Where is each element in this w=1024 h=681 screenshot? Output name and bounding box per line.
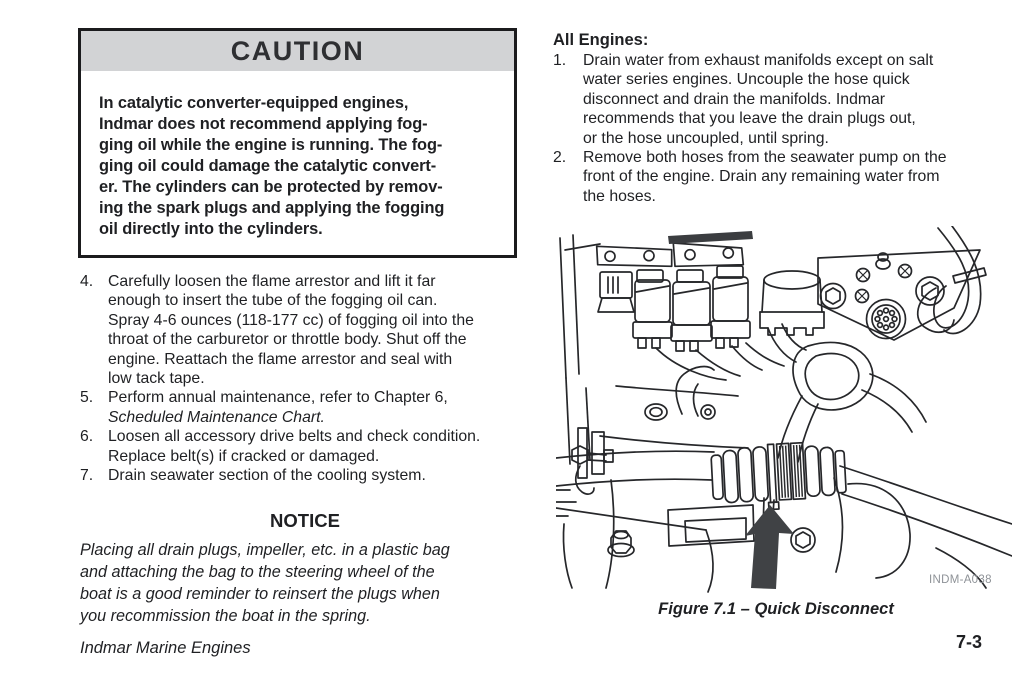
notice-body-text: Placing all drain plugs, impeller, etc. … (80, 541, 450, 625)
list-item-text: Perform annual maintenance, refer to Cha… (108, 388, 526, 427)
list-item-text: Loosen all accessory drive belts and che… (108, 428, 481, 465)
list-item: 1. Drain water from exhaust manifolds exc… (553, 51, 1011, 148)
list-item-number: 2. (553, 149, 567, 167)
list-item-number: 1. (553, 52, 567, 69)
ignition-coils (632, 265, 751, 352)
page-number: 7-3 (956, 632, 983, 652)
quick-disconnect-coupling (710, 441, 847, 511)
list-item-number: 7. (80, 467, 94, 485)
list-item-number: 4. (80, 273, 94, 290)
engine-quick-disconnect-illustration (556, 226, 1012, 593)
list-item-number: 6. (80, 428, 94, 446)
figure-7-1 (556, 226, 1012, 594)
caution-box: CAUTION In catalytic converter-equipped … (78, 28, 517, 258)
list-item-text: Remove both hoses from the seawater pump… (583, 149, 947, 205)
footer-brand: Indmar Marine Engines (80, 639, 251, 657)
list-item: 2. Remove both hoses from the seawater pu… (553, 148, 1011, 206)
list-item-text: Drain water from exhaust manifolds excep… (583, 52, 934, 147)
notice-section: NOTICE Placing all drain plugs, impeller… (80, 510, 530, 627)
figure-code: INDM-A038 (929, 574, 992, 586)
arrow-up-icon (745, 505, 794, 589)
list-item: 5. Perform annual maintenance, refer to C… (80, 388, 526, 427)
list-item-number: 5. (80, 389, 94, 407)
list-item-italic-text: Scheduled Maintenance Chart. (108, 408, 325, 426)
phillips-screws (854, 263, 913, 304)
all-engines-heading: All Engines: (553, 31, 649, 49)
list-item-text: Drain seawater section of the cooling sy… (108, 467, 426, 485)
notice-title: NOTICE (270, 510, 340, 531)
list-item-text: Carefully loosen the flame arrestor and … (108, 273, 474, 388)
caution-title: CAUTION (81, 31, 514, 71)
caution-body-text: In catalytic converter-equipped engines,… (99, 94, 445, 238)
figure-caption: Figure 7.1 – Quick Disconnect (658, 600, 894, 618)
right-step-list: 1. Drain water from exhaust manifolds exc… (553, 51, 1011, 206)
list-item: 4. Carefully loosen the flame arrestor an… (80, 272, 526, 388)
round-connector (865, 298, 907, 340)
list-item: 7. Drain seawater section of the cooling … (80, 466, 526, 485)
list-item: 6. Loosen all accessory drive belts and c… (80, 427, 526, 466)
left-step-list: 4. Carefully loosen the flame arrestor an… (80, 272, 526, 485)
